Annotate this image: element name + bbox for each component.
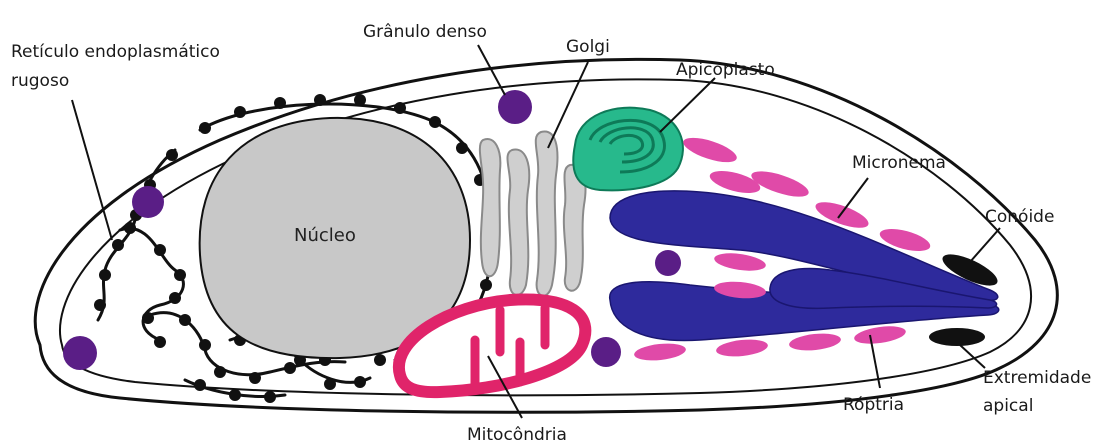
label-conoid: Conóide [985, 207, 1054, 227]
label-rer-line1: Retículo endoplasmático [11, 42, 220, 62]
label-apical-line2: apical [983, 396, 1033, 416]
label-apicoplast: Apicoplasto [676, 60, 775, 80]
label-microneme: Micronema [852, 153, 946, 173]
label-golgi: Golgi [566, 37, 610, 57]
apicoplast [573, 108, 683, 191]
label-mitochondrion: Mitocôndria [467, 425, 567, 445]
golgi-apparatus [480, 131, 586, 295]
label-nucleus: Núcleo [294, 225, 356, 246]
label-rhoptry: Róptria [843, 395, 904, 415]
label-dense-granule: Grânulo denso [363, 22, 487, 42]
label-apical-line1: Extremidade [983, 368, 1091, 388]
label-rer-line2: rugoso [11, 71, 69, 91]
